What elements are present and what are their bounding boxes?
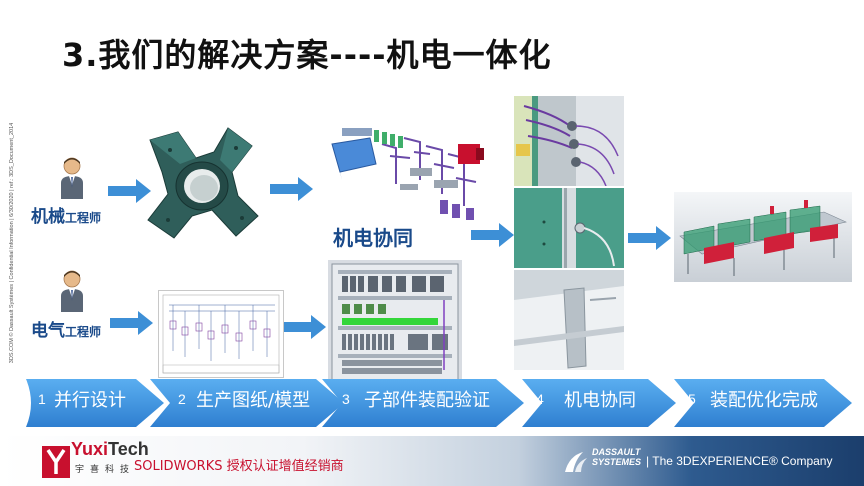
solidworks-reseller-text: SOLIDWORKS 授权认证增值经销商: [134, 459, 344, 474]
mechanical-engineer-label: 机械工程师: [31, 207, 102, 227]
ds-slogan: | The 3DEXPERIENCE® Company: [646, 454, 833, 468]
footer: YuxiTech 宇喜科技 SOLIDWORKS 授权认证增值经销商 DASSA…: [0, 436, 864, 486]
arrow-right-icon: [110, 311, 153, 335]
step-number: 3: [342, 391, 350, 407]
process-steps: 1 并行设计 2 生产图纸/模型 3 子部件装配验证 4 机电协同: [26, 373, 858, 435]
yuxi-brand-name: YuxiTech: [71, 439, 149, 459]
arrow-right-icon: [270, 177, 313, 201]
arrow-right-icon: [108, 179, 151, 203]
arrow-right-icon: [471, 223, 514, 247]
cable-routing-photo-1: [514, 96, 624, 186]
step-label: 装配优化完成: [710, 390, 818, 411]
slide-title: 3.我们的解决方案----机电一体化: [62, 36, 552, 74]
mechanical-assembly-image: [331, 128, 484, 220]
step-label: 机电协同: [564, 390, 636, 411]
assembly-line-image: [674, 192, 852, 282]
yuxi-brand-cn: 宇喜科技: [75, 465, 136, 475]
step-number: 5: [688, 391, 696, 407]
step-number: 1: [38, 391, 46, 407]
cable-routing-photo-2: [514, 188, 624, 268]
step-number: 4: [536, 391, 544, 407]
step-number: 2: [178, 391, 186, 407]
collab-label: 机电协同: [333, 226, 413, 250]
step-label: 子部件装配验证: [364, 390, 490, 411]
chevron-step-icon: [522, 379, 676, 427]
arrow-right-icon: [628, 226, 671, 250]
chevron-step-icon: [322, 379, 524, 427]
step-label: 并行设计: [54, 390, 126, 411]
yuxi-logo-icon: [42, 446, 70, 478]
chevron-step-icon: [674, 379, 852, 427]
electrical-schematic-image: [158, 290, 284, 378]
cable-routing-photo-3: [514, 270, 624, 370]
ds-logo-icon: [565, 452, 587, 472]
person-icon: [61, 270, 83, 312]
mechanical-part-image: [147, 127, 259, 239]
step-label: 生产图纸/模型: [196, 390, 311, 411]
chevron-step-icon: [26, 379, 164, 427]
electrical-cabinet-image: [328, 260, 462, 384]
person-icon: [61, 157, 83, 199]
arrow-right-icon: [283, 315, 326, 339]
chevron-step-icon: [150, 379, 344, 427]
electrical-engineer-label: 电气工程师: [31, 321, 102, 341]
confidential-note: 3DS.COM © Dassault Systèmes | Confidenti…: [9, 122, 15, 364]
